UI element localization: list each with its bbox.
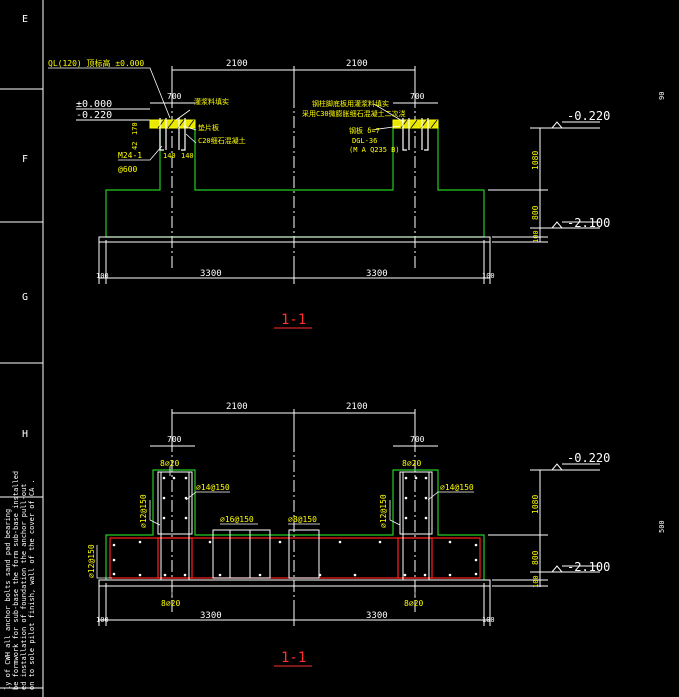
top-section: 2100 2100 700 700 100 3300 3300 100 1080… xyxy=(48,58,610,329)
bot-base-slab xyxy=(98,579,491,587)
top-dim-100-left: 100 xyxy=(96,272,109,280)
top-dim-2100-left: 2100 xyxy=(226,59,248,69)
bot-dim-100-r: 100 xyxy=(532,575,540,588)
top-note-at600: @600 xyxy=(118,165,137,174)
top-dim-140-b: 140 xyxy=(181,152,194,160)
top-dim-100-r: 100 xyxy=(532,230,540,243)
bot-dim-700-right: 700 xyxy=(410,435,425,444)
bot-rebar-base-left: ⌀12@150 xyxy=(87,544,96,578)
bottom-section: 2100 2100 700 700 100 3300 3300 100 1080… xyxy=(87,402,610,667)
bot-rebar-mid-1: ⌀16@150 xyxy=(220,515,254,524)
top-note-right-grout: 钢柱脚底板用灌浆料填实 xyxy=(312,99,389,108)
top-base-slab xyxy=(98,236,491,243)
top-dim-3300-right: 3300 xyxy=(366,269,388,279)
bot-dim-700-left: 700 xyxy=(167,435,182,444)
top-dim-100-right: 100 xyxy=(482,272,495,280)
grid-label-h: H xyxy=(22,429,28,440)
bot-dim-100-right: 100 xyxy=(482,616,495,624)
top-elev-left-minus0220: -0.220 xyxy=(76,110,112,121)
bot-dim-1080: 1080 xyxy=(531,495,540,514)
bot-dim-2100-left: 2100 xyxy=(226,402,248,412)
bot-dim-800: 800 xyxy=(531,550,540,565)
bot-dim-3300-left: 3300 xyxy=(200,611,222,621)
top-note-shim: 垫片板 xyxy=(198,123,219,132)
bot-rebar-side-left: ⌀12@150 xyxy=(139,494,148,528)
bot-dim-2100-right: 2100 xyxy=(346,402,368,412)
top-note-c20: C20细石混凝土 xyxy=(198,136,246,145)
bot-rebar-stirrup-right: ⌀14@150 xyxy=(440,483,474,492)
top-dim-3300-left: 3300 xyxy=(200,269,222,279)
bot-rebar-col-top-left: 8⌀20 xyxy=(160,459,179,468)
bot-rebar-dots xyxy=(112,476,478,577)
bot-rebar-stirrup-left: ⌀14@150 xyxy=(196,483,230,492)
top-dim-1080: 1080 xyxy=(531,151,540,170)
top-dim-170: 170 xyxy=(131,122,139,135)
top-dim-800: 800 xyxy=(531,205,540,220)
bot-rebar-side-right: ⌀12@150 xyxy=(379,494,388,528)
svg-text:on to sole pilot finish, wall: on to sole pilot finish, wall of the cov… xyxy=(28,479,36,690)
bot-section-title: 1-1 xyxy=(281,650,306,666)
bot-dim-3300-right: 3300 xyxy=(366,611,388,621)
top-note-right-q235: (M A Q235 B) xyxy=(349,146,400,154)
left-notes: ly of CWH all anchor bolts sand pad bear… xyxy=(4,471,36,690)
bot-elev-minus0220: -0.220 xyxy=(567,451,610,465)
top-foundation-outline xyxy=(105,128,485,238)
side-number-500: 500 xyxy=(658,520,666,533)
left-axis-strip xyxy=(0,0,44,697)
bot-foundation-outline xyxy=(105,469,485,580)
top-note-right-dgl: DGL-36 xyxy=(352,137,377,145)
top-dim-700-right: 700 xyxy=(410,92,425,101)
svg-text:ly of CWH all anchor bolts san: ly of CWH all anchor bolts sand pad bear… xyxy=(4,509,12,690)
top-note-right-c30: 采用C30微膨胀细石混凝土二次浇 xyxy=(302,109,406,118)
top-col-head-right xyxy=(392,119,439,129)
bot-rebar-col-top-right: 8⌀20 xyxy=(402,459,421,468)
top-col-head-left xyxy=(149,119,196,129)
top-note-ql120: QL(120) 顶标高 ±0.000 xyxy=(48,58,144,68)
top-elev-minus0220: -0.220 xyxy=(567,109,610,123)
top-section-title: 1-1 xyxy=(281,312,306,328)
side-number-90: 90 xyxy=(658,92,666,100)
bot-rebar-mid-2: ⌀8@150 xyxy=(288,515,317,524)
svg-text:be formwork for sub-base the f: be formwork for sub-base the form sub-ba… xyxy=(12,471,20,690)
bot-dim-100-left: 100 xyxy=(96,616,109,624)
top-dim-140-a: 140 xyxy=(163,152,176,160)
bot-rebar-bot-left: 8⌀20 xyxy=(161,599,180,608)
grid-label-e: E xyxy=(22,14,28,25)
top-note-grout: 灌浆料填实 xyxy=(194,97,229,106)
top-dim-42: 42 xyxy=(131,142,139,150)
bot-stirrups xyxy=(157,471,433,580)
top-dim-700-left: 700 xyxy=(167,92,182,101)
svg-text:ed installation of foundation: ed installation of foundation the anchor… xyxy=(20,483,28,690)
bot-rebar-cages xyxy=(109,537,481,579)
top-dim-2100-right: 2100 xyxy=(346,59,368,69)
grid-label-g: G xyxy=(22,292,28,303)
top-note-right-plate: 钢板 δ=7 xyxy=(349,126,380,135)
bot-elev-minus2100: -2.100 xyxy=(567,560,610,574)
top-elev-pm0000: ±0.000 xyxy=(76,99,112,110)
top-note-m24: M24-1 xyxy=(118,151,142,160)
bot-rebar-bot-right: 8⌀20 xyxy=(404,599,423,608)
top-elev-minus2100: -2.100 xyxy=(567,216,610,230)
grid-label-f: F xyxy=(22,154,28,165)
